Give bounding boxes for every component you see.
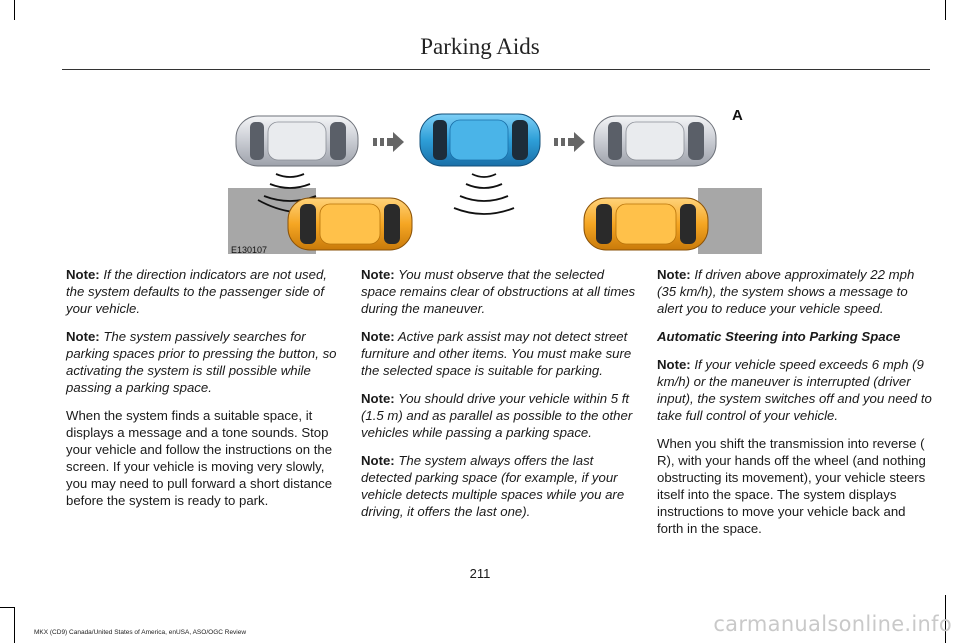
sensor-waves-middle-icon [453,173,515,215]
note-label: Note: [361,329,395,344]
text-column-3: Note: If driven above approximately 22 m… [657,266,932,548]
sensor-waves-left-icon [257,173,317,213]
text-column-2: Note: You must observe that the selected… [361,266,636,531]
arrow-right-icon [373,132,404,152]
crop-mark-bottom-left [14,607,15,643]
body-paragraph: When you shift the transmission into rev… [657,436,926,536]
curb-right [698,188,762,254]
note-paragraph: Note: You should drive your vehicle with… [361,390,636,441]
note-paragraph: Note: Active park assist may not detect … [361,328,636,379]
watermark: carmanualsonline.info [713,612,952,636]
car-silver-right [593,115,717,167]
crop-mark-top-right [945,0,946,20]
note-text: You should drive your vehicle within 5 f… [361,391,633,440]
note-label: Note: [657,357,691,372]
footer-text: MKX (CD9) Canada/United States of Americ… [34,629,247,636]
figure-code: E130107 [231,245,267,255]
crop-mark-bottom-left-h [0,607,14,608]
note-label: Note: [66,267,100,282]
arrow-right-icon-2 [554,132,585,152]
note-label: Note: [657,267,691,282]
car-orange-right [583,197,709,251]
text-column-1: Note: If the direction indicators are no… [66,266,341,520]
page-number: 211 [469,566,491,581]
crop-mark-bottom-right [945,595,946,643]
figure-callout-label: A [732,107,743,124]
parking-illustration: A E130107 [228,107,762,255]
note-text: Active park assist may not detect street… [361,329,632,378]
note-text: The system passively searches for parkin… [66,329,337,395]
note-paragraph: Note: The system passively searches for … [66,328,341,396]
note-text: The system always offers the last detect… [361,453,625,519]
note-text: If the direction indicators are not used… [66,267,327,316]
header-rule [62,69,930,70]
note-label: Note: [361,267,395,282]
note-text: If driven above approximately 22 mph (35… [657,267,915,316]
note-paragraph: Note: If the direction indicators are no… [66,266,341,317]
note-paragraph: Note: If your vehicle speed exceeds 6 mp… [657,356,932,424]
note-label: Note: [66,329,100,344]
note-paragraph: Note: The system always offers the last … [361,452,636,520]
section-heading: Automatic Steering into Parking Space [657,329,901,344]
note-text: If your vehicle speed exceeds 6 mph (9 k… [657,357,932,423]
car-orange-left [287,197,413,251]
note-text: You must observe that the selected space… [361,267,636,316]
note-paragraph: Note: If driven above approximately 22 m… [657,266,932,317]
note-paragraph: Note: You must observe that the selected… [361,266,636,317]
crop-mark-top-left [14,0,15,20]
page-title: Parking Aids [420,34,540,59]
car-silver-left [235,115,359,167]
parking-figure: A E130107 [228,100,762,258]
body-paragraph: When the system finds a suitable space, … [66,408,333,508]
note-label: Note: [361,391,395,406]
note-label: Note: [361,453,395,468]
car-blue-middle [419,113,541,167]
